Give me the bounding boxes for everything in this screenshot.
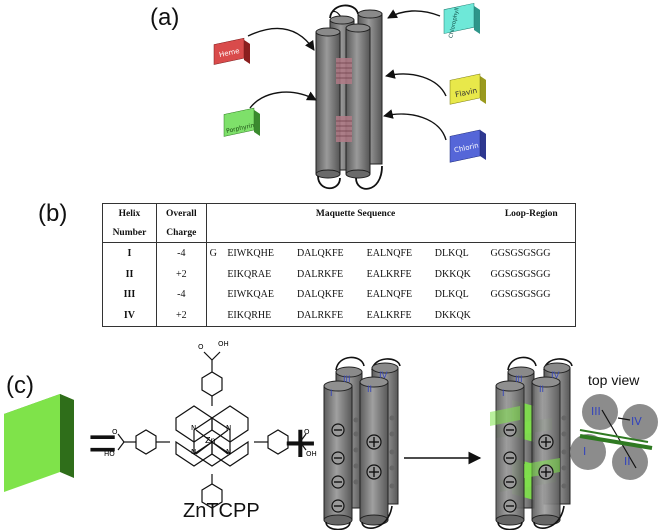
helix-label-III-holo: III (515, 374, 523, 384)
chlorin-block (449, 129, 486, 163)
helix-label-II-apo: II (367, 384, 372, 394)
top-view-label-II: II (624, 455, 631, 468)
panel-label-b: (b) (38, 200, 68, 227)
flavin-block (449, 73, 486, 105)
chromophore-slab (4, 394, 74, 492)
porphyrin-block (223, 107, 260, 137)
helix-label-I-apo: I (330, 388, 333, 398)
header-sequence: Maquette Sequence (315, 208, 396, 219)
n-atom-4: N (226, 448, 232, 456)
binding-site-upper (336, 58, 352, 84)
zn-atom: Zn (205, 436, 216, 445)
helix-label-III-apo: III (343, 374, 351, 384)
n-atom-2: N (226, 424, 232, 432)
molecule-name: ZnTCPP (183, 500, 260, 522)
table-row: II +2 EIKQRAE DALRKFE EALKRFE DKKQK GGSG… (102, 264, 576, 285)
binding-site-lower (336, 116, 352, 142)
oh-right: OH (306, 450, 317, 458)
n-atom-3: N (191, 448, 197, 456)
helix-label-II-holo: II (539, 384, 544, 394)
helix-bundle-a (315, 4, 383, 190)
panel-label-c: (c) (6, 372, 34, 399)
table-row: IV +2 EIKQRHE DALRKFE EALKRFE DKKQK (102, 305, 576, 327)
panel-c-diagram: = + I III II IV (4, 351, 658, 530)
arrow-flavin (385, 69, 447, 97)
top-view-label-III: III (591, 405, 601, 418)
helix-label-IV-holo: IV (551, 370, 560, 380)
arrow-chlorophyll (387, 9, 441, 19)
table-row: I -4 G EIWKQHE DALQKFE EALNQFE DLKQL GGS… (102, 242, 576, 265)
header-helix-line2: Number (102, 223, 157, 244)
ho-left: HO (104, 450, 115, 458)
equals-sign: = (88, 415, 117, 471)
helix-bundle-holo: I III II IV (490, 356, 573, 530)
maquette-sequence-table: Helix Overall Maquette Sequence Loop-Reg… (102, 203, 576, 327)
header-helix: Helix (102, 203, 157, 224)
arrow-heme (247, 27, 315, 51)
top-view-label-IV: IV (631, 415, 642, 428)
arrow-chlorin (383, 109, 447, 141)
header-charge-line2: Charge (156, 223, 207, 244)
header-loop: Loop-Region (504, 208, 558, 219)
n-atom-1: N (191, 424, 197, 432)
header-charge: Overall (156, 203, 207, 224)
arrow-porphyrin (249, 91, 317, 109)
panel-a-diagram (213, 2, 486, 190)
o-top: O (198, 343, 204, 351)
plus-sign: + (284, 411, 317, 474)
o-right: O (304, 428, 310, 436)
helix-label-I-holo: I (502, 388, 505, 398)
heme-block (213, 37, 250, 65)
oh-top: OH (218, 340, 229, 348)
helix-bundle-apo: I III II IV (323, 356, 401, 530)
helix-front-right (345, 27, 371, 175)
panel-label-a: (a) (150, 4, 180, 31)
helix-label-IV-apo: IV (379, 370, 388, 380)
top-view-label-I: I (583, 445, 587, 458)
helix-front-left (315, 31, 341, 175)
o-left: O (112, 428, 118, 436)
top-view-diagram (570, 394, 658, 480)
zntcpp-structure (117, 351, 307, 509)
chlorophyll-block (443, 2, 480, 34)
table-row: III -4 EIWKQAE DALQKFE EALNQFE DLKQL GGS… (102, 284, 576, 306)
top-view-title: top view (588, 372, 640, 388)
